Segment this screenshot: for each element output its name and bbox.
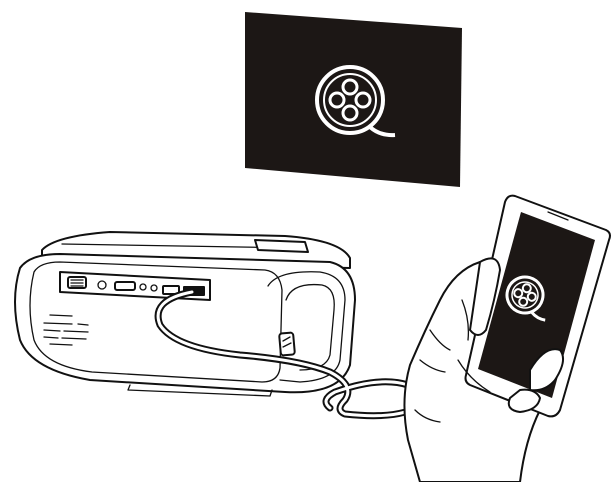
projector bbox=[15, 232, 355, 396]
projection-screen bbox=[245, 12, 462, 187]
